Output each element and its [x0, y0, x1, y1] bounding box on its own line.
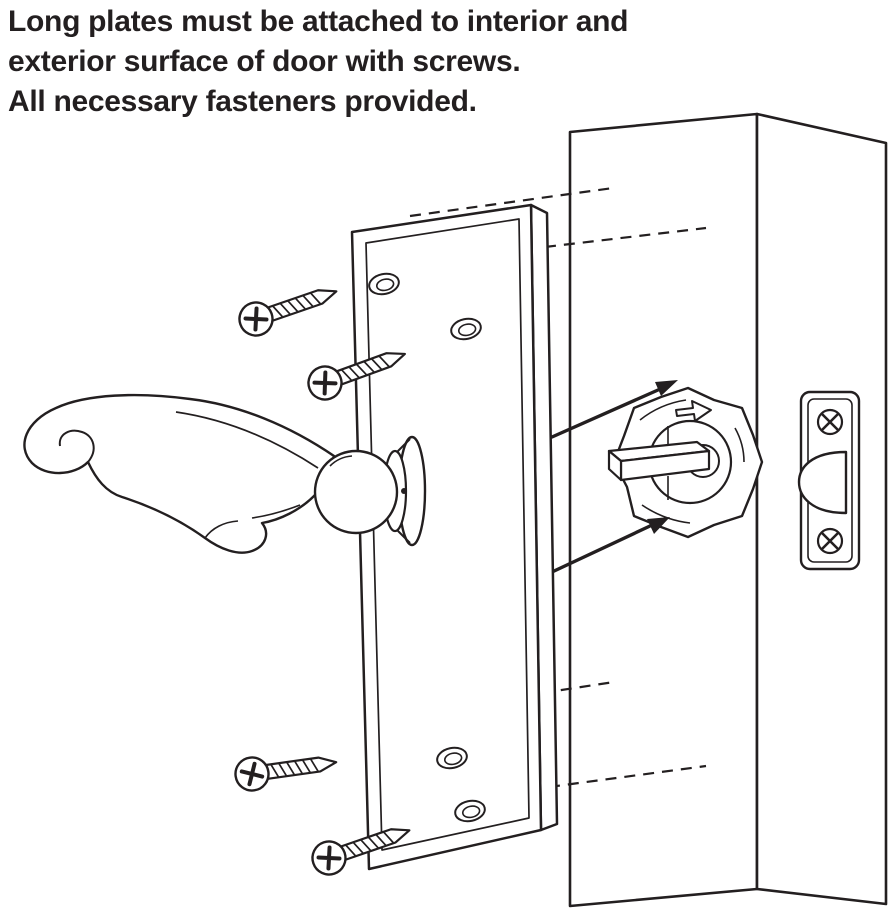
- lever-detent-dot: [401, 488, 407, 494]
- mounting-screw-1: [233, 273, 344, 342]
- mounting-screw-3: [231, 743, 341, 795]
- spindle: [607, 440, 711, 482]
- orientation-arrow-marking: [675, 400, 712, 422]
- lever-handle: [23, 393, 427, 554]
- direction-arrows: [550, 380, 678, 574]
- instruction-line-1: Long plates must be attached to interior…: [8, 5, 629, 38]
- lever-ball: [313, 449, 399, 535]
- plate-screw-hole-4: [454, 799, 486, 823]
- alignment-dashed-lines: [409, 186, 707, 789]
- instruction-text: Long plates must be attached to interior…: [8, 2, 868, 122]
- instruction-line-2: exterior surface of door with screws.: [8, 45, 521, 78]
- instruction-line-3: All necessary fasteners provided.: [8, 85, 477, 118]
- lever-blade: [23, 393, 336, 554]
- latch-assembly: [797, 390, 861, 571]
- plate-screw-hole-1: [368, 272, 400, 296]
- latch-bolt: [797, 450, 848, 515]
- plate-screw-hole-2: [450, 317, 482, 341]
- latch-screw-top: [816, 408, 844, 436]
- latch-screw-bottom: [816, 527, 844, 555]
- long-plate: [350, 203, 559, 871]
- plate-screw-hole-3: [436, 746, 468, 770]
